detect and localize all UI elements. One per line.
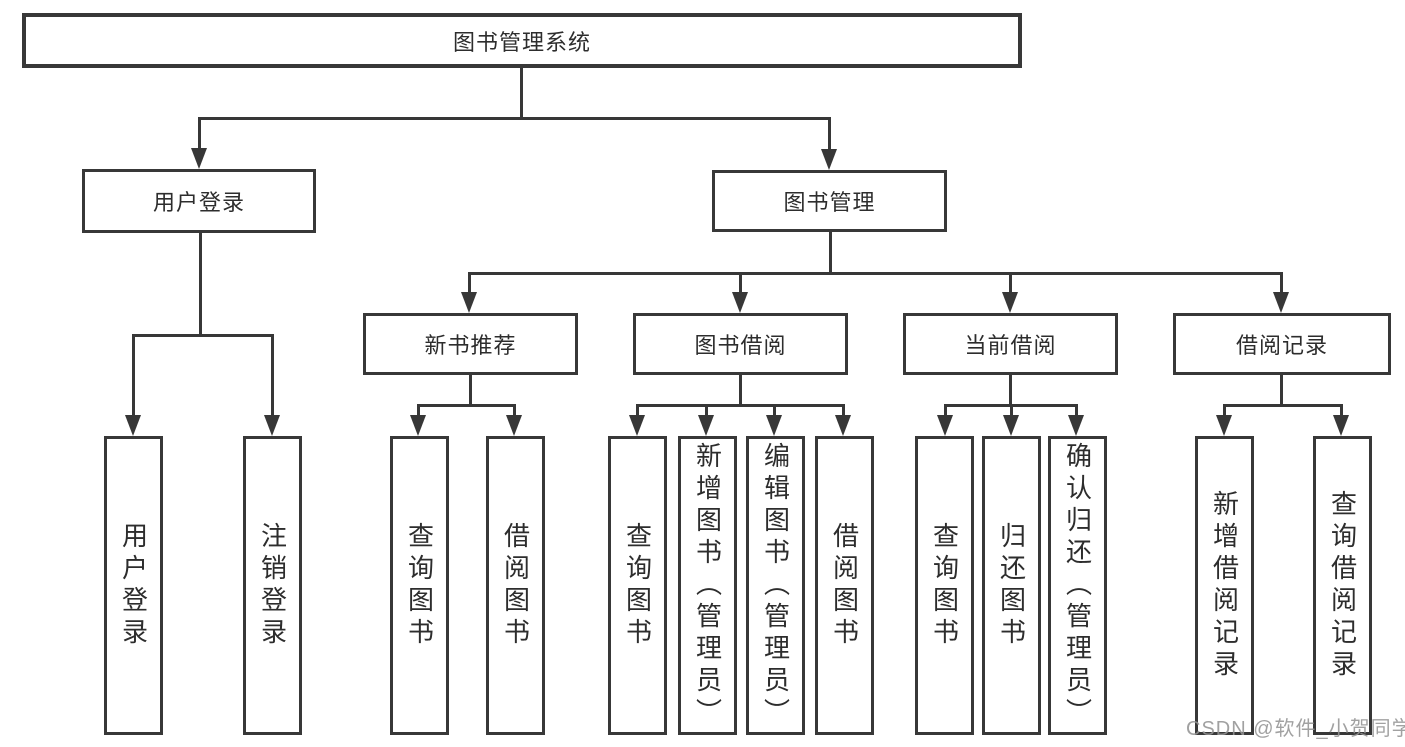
leaf-current-confirm: 确认归还（管理员） (1048, 436, 1107, 735)
node-book-mgmt-label: 图书管理 (783, 190, 876, 215)
node-new-books-label: 新书推荐 (424, 333, 517, 358)
connector-records-stem (1280, 374, 1283, 407)
arrowhead-new-books (461, 292, 477, 313)
arrowhead-leaf-logout (264, 415, 280, 436)
leaf-user-login-label: 用户登录 (118, 521, 149, 650)
connector-userlogin-stem (199, 232, 202, 337)
connector-l3-drop-borrow (739, 272, 742, 298)
arrowhead-current-return (1003, 415, 1019, 436)
arrowhead-bookborrow-borrow (835, 415, 851, 436)
connector-bookborrow-bus (636, 404, 844, 407)
node-new-books: 新书推荐 (363, 313, 578, 375)
connector-bookborrow-stem (739, 374, 742, 407)
node-root-label: 图书管理系统 (452, 29, 591, 55)
leaf-newbooks-borrow: 借阅图书 (486, 436, 545, 735)
leaf-bookborrow-edit-label: 编辑图书（管理员） (760, 441, 791, 730)
leaf-newbooks-query-label: 查询图书 (404, 521, 435, 650)
node-root: 图书管理系统 (22, 13, 1022, 68)
leaf-bookborrow-borrow-label: 借阅图书 (829, 521, 860, 650)
leaf-bookborrow-query: 查询图书 (608, 436, 667, 735)
connector-bookborrow-drop-3 (773, 404, 776, 422)
connector-l3-drop-records (1280, 272, 1283, 298)
leaf-records-query: 查询借阅记录 (1313, 436, 1372, 735)
connector-records-drop-1 (1223, 404, 1226, 422)
node-book-borrow-label: 图书借阅 (694, 333, 787, 358)
arrowhead-bookborrow-edit (766, 415, 782, 436)
node-user-login: 用户登录 (82, 169, 316, 233)
leaf-user-login: 用户登录 (104, 436, 163, 735)
leaf-newbooks-borrow-label: 借阅图书 (500, 521, 531, 650)
node-book-mgmt: 图书管理 (712, 170, 947, 232)
connector-bookborrow-drop-1 (636, 404, 639, 422)
leaf-current-confirm-label: 确认归还（管理员） (1062, 441, 1093, 730)
leaf-records-add: 新增借阅记录 (1195, 436, 1254, 735)
connector-bookmgmt-stem (829, 231, 832, 275)
leaf-current-query: 查询图书 (915, 436, 974, 735)
arrowhead-newbooks-query (410, 415, 426, 436)
connector-current-drop-1 (944, 404, 947, 422)
leaf-bookborrow-add: 新增图书（管理员） (678, 436, 737, 735)
connector-l3-drop-current (1009, 272, 1012, 298)
connector-bookborrow-drop-4 (842, 404, 845, 422)
connector-bookborrow-drop-2 (705, 404, 708, 422)
connector-current-drop-2 (1010, 404, 1013, 422)
connector-bookmgmt-bus (468, 272, 1282, 275)
leaf-records-add-label: 新增借阅记录 (1209, 489, 1240, 682)
connector-userlogin-drop-1 (132, 334, 135, 422)
leaf-records-query-label: 查询借阅记录 (1327, 489, 1358, 682)
leaf-logout: 注销登录 (243, 436, 302, 735)
connector-newbooks-bus (417, 404, 516, 407)
arrowhead-leaf-user-login (125, 415, 141, 436)
leaf-bookborrow-query-label: 查询图书 (622, 521, 653, 650)
connector-l3-drop-newbooks (468, 272, 471, 298)
connector-userlogin-drop-2 (271, 334, 274, 422)
arrowhead-current-borrow (1002, 292, 1018, 313)
arrowhead-book-borrow (732, 292, 748, 313)
node-user-login-label: 用户登录 (152, 190, 245, 215)
connector-records-drop-2 (1340, 404, 1343, 422)
node-current-borrow: 当前借阅 (903, 313, 1118, 375)
connector-root-drop-right (828, 117, 831, 153)
leaf-bookborrow-borrow: 借阅图书 (815, 436, 874, 735)
arrowhead-current-confirm (1068, 415, 1084, 436)
arrowhead-user-login (191, 148, 207, 169)
connector-userlogin-bus (132, 334, 274, 337)
leaf-bookborrow-edit: 编辑图书（管理员） (746, 436, 805, 735)
arrowhead-bookborrow-query (629, 415, 645, 436)
connector-root-drop-left (198, 117, 201, 153)
arrowhead-records-add (1216, 415, 1232, 436)
leaf-current-return: 归还图书 (982, 436, 1041, 735)
csdn-watermark: CSDN @软件_小贺同学 (1186, 718, 1405, 740)
leaf-bookborrow-add-label: 新增图书（管理员） (692, 441, 723, 730)
node-book-borrow: 图书借阅 (633, 313, 848, 375)
connector-records-bus (1223, 404, 1342, 407)
arrowhead-newbooks-borrow (506, 415, 522, 436)
leaf-logout-label: 注销登录 (257, 521, 288, 650)
arrowhead-book-mgmt (821, 149, 837, 170)
node-borrow-records: 借阅记录 (1173, 313, 1391, 375)
connector-current-drop-3 (1075, 404, 1078, 422)
connector-root-stem (520, 66, 523, 120)
node-borrow-records-label: 借阅记录 (1235, 333, 1328, 358)
arrowhead-current-query (937, 415, 953, 436)
leaf-newbooks-query: 查询图书 (390, 436, 449, 735)
connector-newbooks-stem (469, 374, 472, 407)
connector-root-bus (198, 117, 831, 120)
connector-current-stem (1009, 374, 1012, 407)
arrowhead-borrow-records (1273, 292, 1289, 313)
leaf-current-query-label: 查询图书 (929, 521, 960, 650)
connector-newbooks-drop-2 (513, 404, 516, 422)
connector-newbooks-drop-1 (417, 404, 420, 422)
node-current-borrow-label: 当前借阅 (964, 333, 1057, 358)
arrowhead-bookborrow-add (698, 415, 714, 436)
arrowhead-records-query (1333, 415, 1349, 436)
leaf-current-return-label: 归还图书 (996, 521, 1027, 650)
